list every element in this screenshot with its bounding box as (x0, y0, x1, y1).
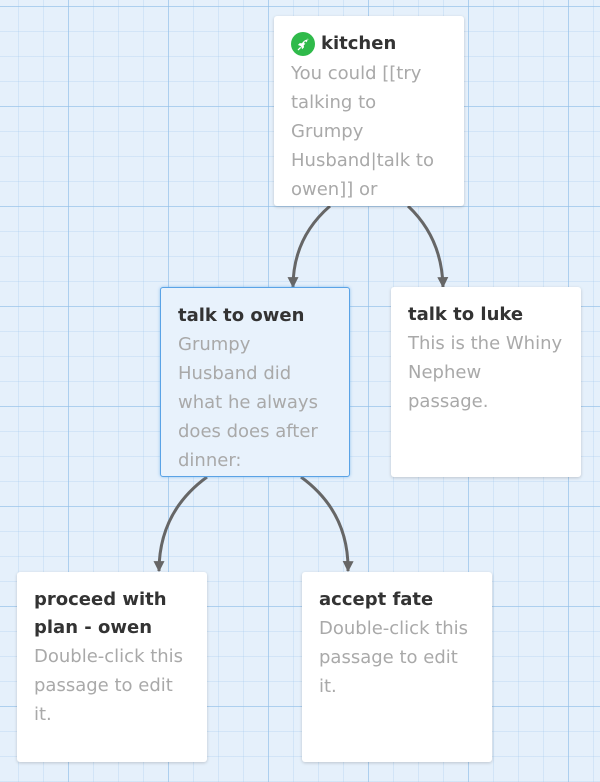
passage-excerpt-kitchen: You could [[try talking to Grumpy Husban… (291, 63, 434, 200)
passage-title-talk-to-luke: talk to luke (408, 304, 524, 325)
passage-proceed-with-plan-owen[interactable]: proceed with plan - owen Double-click th… (17, 572, 207, 762)
passage-accept-fate[interactable]: accept fate Double-click this passage to… (302, 572, 492, 762)
passage-talk-to-owen[interactable]: talk to owen Grumpy Husband did what he … (160, 287, 350, 477)
link-talk-to-owen-to-accept-fate (300, 475, 354, 573)
link-talk-to-owen-to-proceed-with-plan-owen (153, 475, 208, 573)
passage-excerpt-proceed-with-plan-owen: Double-click this passage to edit it. (34, 646, 184, 725)
passage-title-talk-to-owen: talk to owen (178, 305, 305, 326)
passage-excerpt-talk-to-luke: This is the Whiny Nephew passage. (408, 333, 563, 412)
passage-title-kitchen: kitchen (321, 33, 397, 54)
rocket-icon (291, 32, 315, 56)
passage-talk-to-luke[interactable]: talk to luke This is the Whiny Nephew pa… (391, 287, 581, 477)
passage-title-accept-fate: accept fate (319, 589, 434, 610)
passage-excerpt-accept-fate: Double-click this passage to edit it. (319, 618, 469, 697)
passage-title-proceed-with-plan-owen: proceed with plan - owen (34, 589, 167, 638)
passage-excerpt-talk-to-owen: Grumpy Husband did what he always does d… (178, 334, 318, 471)
passage-kitchen[interactable]: kitchen You could [[try talking to Grump… (274, 16, 464, 206)
link-kitchen-to-talk-to-luke (406, 204, 449, 289)
link-kitchen-to-talk-to-owen (287, 204, 331, 289)
